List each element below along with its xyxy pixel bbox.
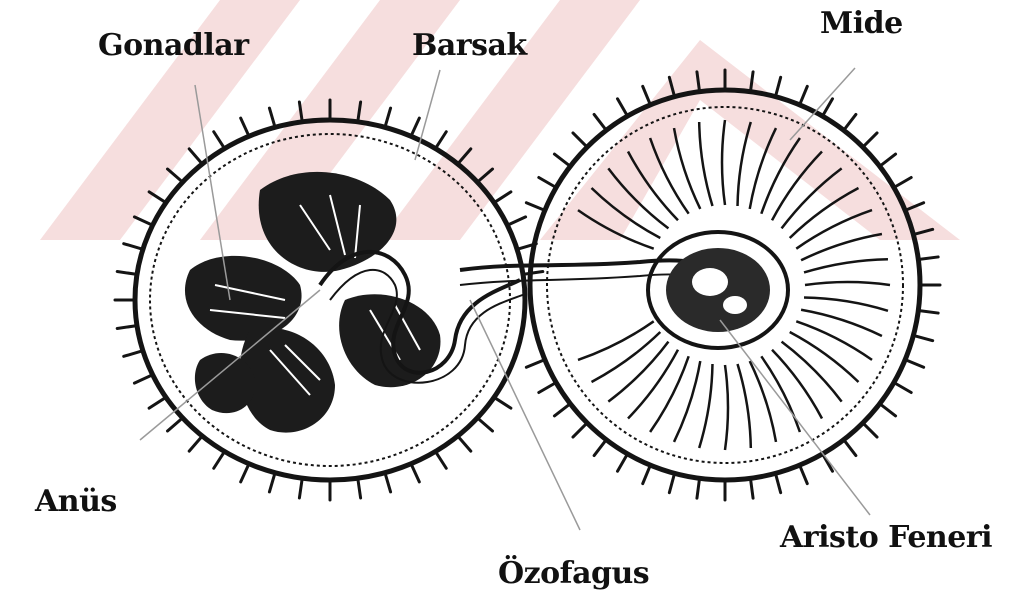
label-mide: Mide bbox=[820, 6, 903, 41]
label-anus: Anüs bbox=[35, 484, 117, 519]
label-aristo-feneri: Aristo Feneri bbox=[780, 520, 992, 555]
aristotles-lantern bbox=[648, 232, 788, 348]
label-barsak: Barsak bbox=[412, 28, 527, 63]
label-gonadlar: Gonadlar bbox=[98, 28, 249, 63]
label-ozofagus: Özofagus bbox=[498, 556, 649, 591]
